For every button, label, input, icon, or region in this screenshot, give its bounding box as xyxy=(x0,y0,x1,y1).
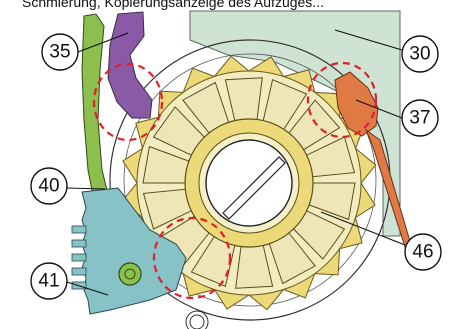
callout-41-label: 41 xyxy=(38,271,59,292)
highlight-circle-top-left xyxy=(92,62,164,142)
leader-35 xyxy=(77,32,129,53)
leader-30 xyxy=(334,29,403,51)
callout-46-label: 46 xyxy=(412,242,433,263)
bottom-screw xyxy=(185,310,209,329)
highlight-circle-bottom xyxy=(152,216,232,300)
shaft xyxy=(205,139,293,227)
bottom-screw-inner xyxy=(189,314,205,329)
header-text: Schmierung, Kopierungsanzeige des Aufzug… xyxy=(22,0,324,10)
highlight-circle-top-right xyxy=(306,61,378,139)
part-46-ratchet-wheel xyxy=(121,55,377,311)
callout-41: 41 xyxy=(30,262,68,300)
header-strip: Schmierung, Kopierungsanzeige des Aufzug… xyxy=(0,0,462,11)
callout-37-label: 37 xyxy=(409,108,430,129)
shaft-slot xyxy=(222,156,286,220)
housing-arc-inner xyxy=(123,53,377,307)
part-41-teeth xyxy=(71,225,87,290)
callout-30: 30 xyxy=(401,35,439,73)
callout-46: 46 xyxy=(404,233,442,271)
leader-46 xyxy=(320,211,406,246)
callout-35-label: 35 xyxy=(49,42,70,63)
callout-37: 37 xyxy=(401,99,439,137)
highlight-circles xyxy=(92,61,378,300)
callout-35: 35 xyxy=(41,33,79,71)
leader-37 xyxy=(355,99,403,119)
callout-30-label: 30 xyxy=(409,44,430,65)
callout-40-label: 40 xyxy=(38,176,59,197)
leader-lines xyxy=(66,29,406,296)
callout-40: 40 xyxy=(30,167,68,205)
part-41-pivot-inner xyxy=(124,268,136,280)
part-37-pawl xyxy=(334,71,379,137)
leader-40 xyxy=(66,187,106,190)
leader-41 xyxy=(66,281,109,296)
